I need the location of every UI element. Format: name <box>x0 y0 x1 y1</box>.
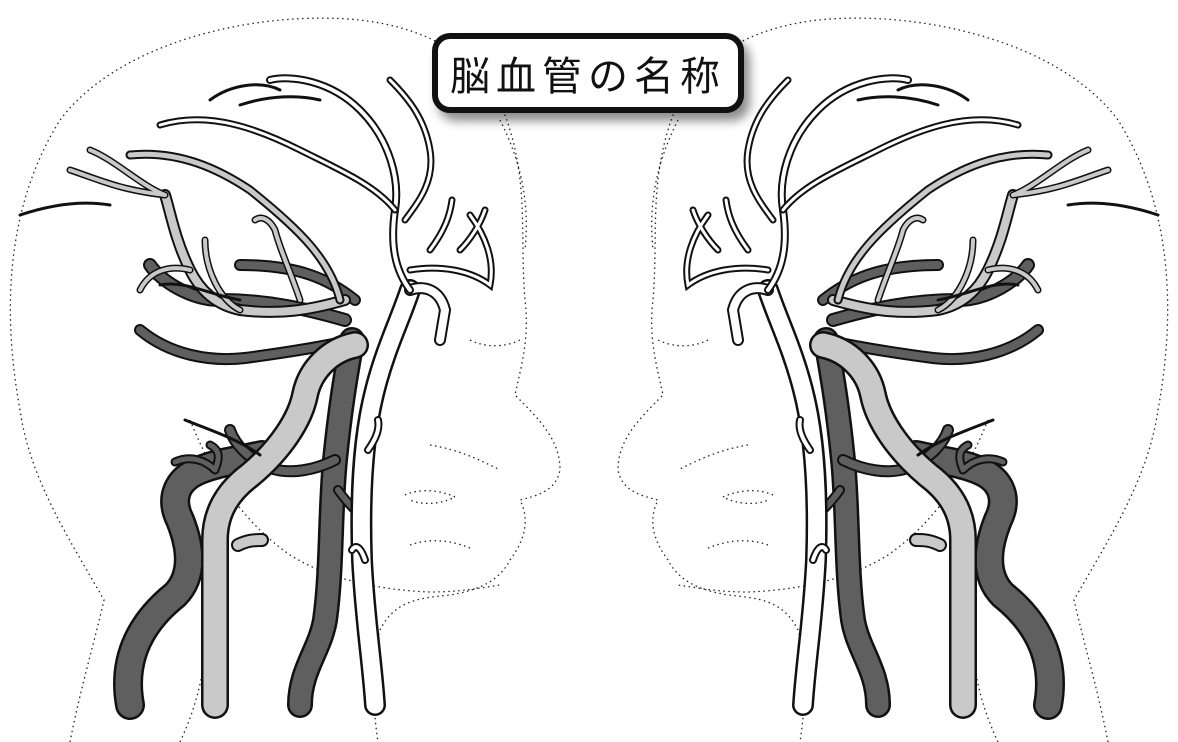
title-box: 脳血管の名称 <box>432 33 744 113</box>
diagram-title: 脳血管の名称 <box>450 54 726 100</box>
left-head-vessels <box>10 18 560 742</box>
right-head-vessels <box>618 18 1168 742</box>
